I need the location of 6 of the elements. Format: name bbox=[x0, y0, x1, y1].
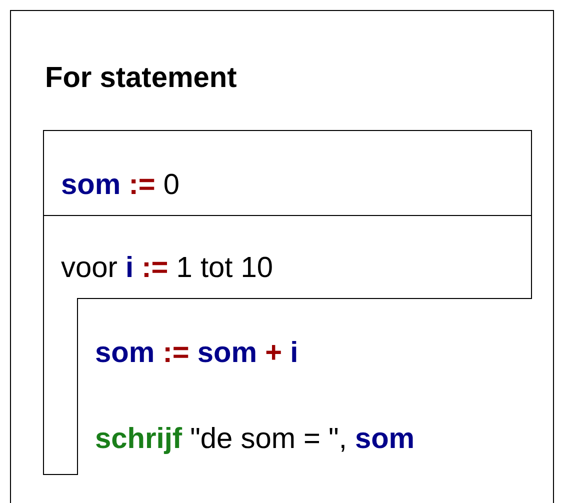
code-statement: schrijf "de som = ", som bbox=[95, 423, 415, 456]
title: For statement bbox=[45, 62, 237, 95]
statement-block bbox=[43, 130, 532, 216]
code-statement: som := som + i bbox=[95, 337, 298, 370]
code-statement: som := 0 bbox=[61, 169, 180, 202]
code-statement: voor i := 1 tot 10 bbox=[61, 252, 274, 285]
